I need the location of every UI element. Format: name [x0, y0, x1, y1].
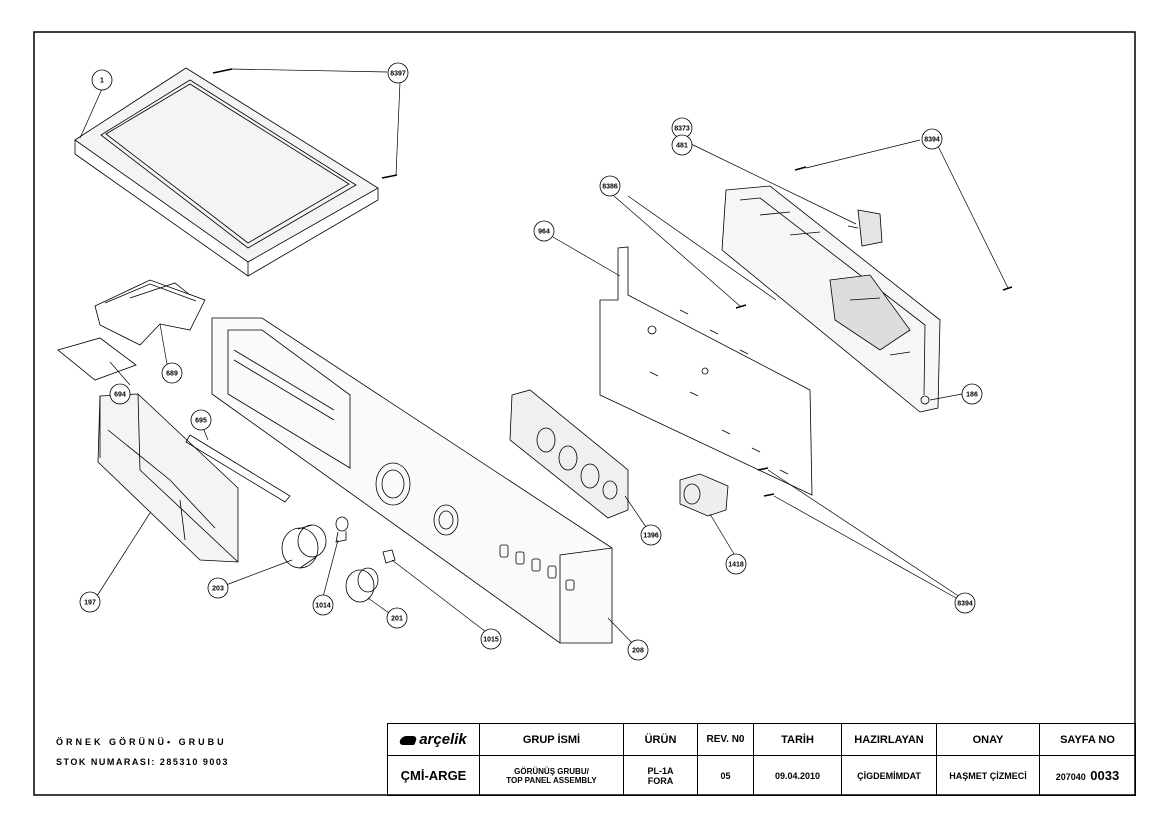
callout-1396: 1396 — [640, 524, 662, 546]
header-page-no: SAYFA NO — [1039, 723, 1136, 756]
header-product: ÜRÜN — [623, 723, 698, 756]
prepared-by-value: ÇİGDEMİMDAT — [841, 755, 937, 796]
callout-label: 186 — [966, 392, 978, 399]
screw-8394-low-a — [757, 467, 769, 471]
logo-cell: arçelik — [387, 723, 480, 756]
product-line2: FORA — [647, 775, 674, 786]
callout-1014: 1014 — [312, 594, 334, 616]
leader-lines — [79, 68, 1009, 648]
callout-label: 203 — [212, 586, 224, 593]
header-rev-no: REV. N0 — [697, 723, 754, 756]
callout-695: 695 — [190, 409, 212, 431]
part-201-knob — [345, 567, 379, 603]
part-208-front-panel — [211, 317, 613, 644]
callout-1418: 1418 — [725, 553, 747, 575]
callout-201: 201 — [386, 607, 408, 629]
callout-197: 197 — [79, 591, 101, 613]
callout-label: 1 — [100, 78, 104, 85]
screw-8397-b — [381, 174, 398, 179]
header-group-name: GRUP İSMİ — [479, 723, 624, 756]
part-1015-clip — [382, 549, 396, 564]
callout-8394-bottom: 8394 — [954, 592, 976, 614]
callout-label: 8386 — [602, 184, 618, 191]
product-value: PL-1A FORA — [623, 755, 698, 796]
caption-stock-number: STOK NUMARASI: 285310 9003 — [56, 757, 229, 767]
product-line1: PL-1A — [647, 765, 674, 776]
callout-label: 1014 — [315, 603, 331, 610]
callout-label: 8394 — [957, 601, 973, 608]
callout-964: 964 — [533, 220, 555, 242]
part-481-bracket — [847, 209, 883, 247]
part-694-plate — [57, 337, 137, 381]
callout-8397: 8397 — [387, 62, 409, 84]
callout-186: 186 — [961, 383, 983, 405]
date-value: 09.04.2010 — [753, 755, 842, 796]
part-203-knob — [281, 524, 327, 569]
header-approval: ONAY — [936, 723, 1040, 756]
callouts: 1 8397 8373 481 8394 8386 964 186 689 69… — [79, 62, 983, 661]
callout-label: 8397 — [390, 71, 406, 78]
header-prepared-by: HAZIRLAYAN — [841, 723, 937, 756]
approval-value: HAŞMET ÇİZMECİ — [936, 755, 1040, 796]
group-name-line2: TOP PANEL ASSEMBLY — [506, 775, 597, 785]
arcelik-logo-icon — [398, 735, 418, 745]
department-cell: ÇMİ-ARGE — [387, 755, 480, 796]
callout-label: 695 — [195, 418, 207, 425]
page-no-value: 207040 0033 — [1039, 755, 1136, 796]
part-964-membrane — [599, 246, 813, 496]
callout-label: 694 — [114, 392, 126, 399]
callout-label: 201 — [391, 616, 403, 623]
callout-label: 208 — [632, 648, 644, 655]
callout-481: 481 — [671, 134, 693, 156]
page-suffix: 0033 — [1090, 767, 1120, 783]
rev-no-value: 05 — [697, 755, 754, 796]
callout-label: 8373 — [674, 126, 690, 133]
screw-8394-top — [794, 166, 807, 171]
header-date: TARİH — [753, 723, 842, 756]
logo-text: arçelik — [419, 730, 467, 748]
screw-8397-a — [212, 68, 233, 74]
part-1418-sensor — [679, 473, 729, 517]
part-186-pcb — [721, 185, 941, 413]
callout-203: 203 — [207, 577, 229, 599]
callout-1: 1 — [91, 69, 113, 91]
screw-8394-right — [1002, 286, 1013, 291]
callout-label: 8394 — [924, 137, 940, 144]
callout-694: 694 — [109, 383, 131, 405]
exploded-parts — [57, 67, 1013, 644]
screw-8386 — [735, 304, 747, 309]
part-1396-switch-block — [509, 389, 629, 519]
callout-208: 208 — [627, 639, 649, 661]
title-block: arçelik GRUP İSMİ ÜRÜN REV. N0 TARİH HAZ… — [387, 723, 1136, 796]
callout-label: 689 — [166, 371, 178, 378]
part-top-lid — [74, 67, 379, 277]
callout-label: 481 — [676, 143, 688, 150]
group-name-value: GÖRÜNÜŞ GRUBU/ TOP PANEL ASSEMBLY — [479, 755, 624, 796]
callout-8394-top: 8394 — [921, 128, 943, 150]
callout-689: 689 — [161, 362, 183, 384]
part-689-tray — [94, 279, 206, 346]
screw-8394-low-b — [763, 493, 775, 497]
part-1014-bushing — [335, 516, 349, 543]
callout-8386: 8386 — [599, 175, 621, 197]
callout-label: 1418 — [728, 562, 744, 569]
callout-label: 964 — [538, 229, 550, 236]
group-name-line1: GÖRÜNÜŞ GRUBU/ — [514, 766, 589, 776]
caption-title: ÖRNEK GÖRÜNÜ• GRUBU — [56, 737, 227, 747]
callout-1015: 1015 — [480, 628, 502, 650]
part-197-drawer — [97, 393, 239, 563]
page-prefix: 207040 — [1055, 771, 1086, 782]
callout-label: 1396 — [643, 533, 659, 540]
part-695-rail — [185, 434, 291, 503]
callout-label: 197 — [84, 600, 96, 607]
callout-label: 1015 — [483, 637, 499, 644]
